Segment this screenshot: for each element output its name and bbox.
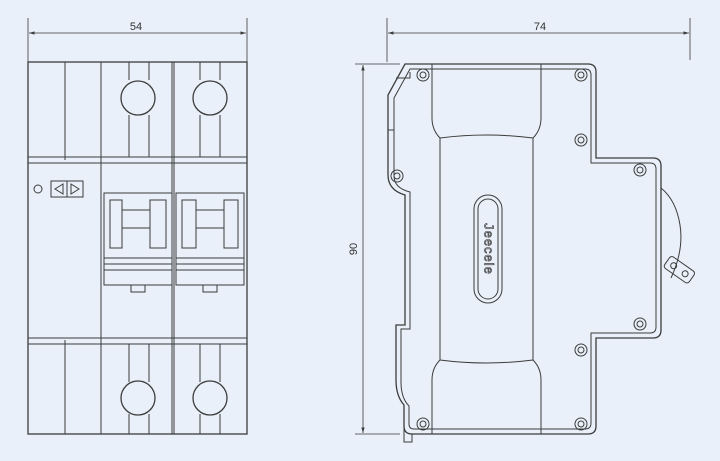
brand-plate: Jeecele	[473, 194, 503, 304]
indicator-light-icon	[33, 184, 43, 194]
width-dimension-label: 54	[130, 21, 142, 33]
bottom-terminal-right	[192, 344, 228, 434]
breaker-side-outline	[387, 63, 662, 435]
toggle-lever-right	[175, 192, 245, 293]
clip-lever	[663, 256, 696, 284]
side-depth-dimension: 74	[386, 18, 691, 62]
toggle-lever-left	[103, 192, 173, 293]
brand-logo-text: Jeecele	[482, 223, 497, 275]
bottom-tab	[403, 420, 413, 443]
bottom-terminal-left	[120, 344, 156, 434]
breaker-front-outline	[27, 61, 248, 435]
side-view: 74 90	[348, 18, 696, 443]
mounting-holes	[390, 68, 647, 431]
din-rail-clip	[660, 187, 682, 279]
depth-dimension-label: 74	[534, 21, 546, 33]
top-terminal-left	[120, 62, 156, 157]
side-height-dimension: 90	[348, 63, 400, 435]
front-view: 54	[27, 18, 248, 435]
front-width-dimension: 54	[27, 18, 248, 62]
front-face-section	[431, 64, 441, 434]
height-dimension-label: 90	[348, 243, 360, 255]
top-terminal-right	[192, 62, 228, 157]
test-button-icon	[50, 180, 84, 198]
